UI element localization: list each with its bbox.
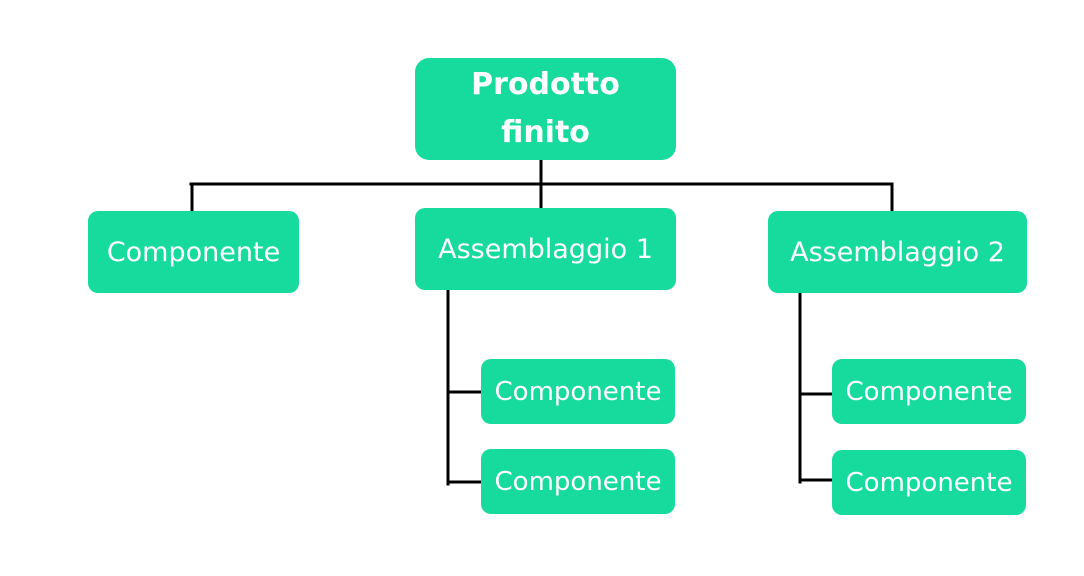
- node-assemblaggio-1: Assemblaggio 1: [415, 208, 676, 290]
- node-label: Componente: [494, 466, 662, 497]
- node-assemblaggio-2: Assemblaggio 2: [768, 211, 1027, 293]
- node-assemblaggio-1-componente: Componente: [481, 359, 675, 424]
- node-assemblaggio-1-componente: Componente: [481, 449, 675, 514]
- node-label: Prodotto finito: [471, 67, 620, 150]
- node-label: Componente: [494, 376, 662, 407]
- node-label: Assemblaggio 1: [438, 233, 653, 265]
- node-label: Componente: [845, 376, 1013, 407]
- node-label: Componente: [106, 236, 281, 268]
- node-label: Componente: [845, 467, 1013, 498]
- node-label: Assemblaggio 2: [790, 236, 1005, 268]
- node-componente: Componente: [88, 211, 299, 293]
- node-assemblaggio-2-componente: Componente: [832, 359, 1026, 424]
- node-assemblaggio-2-componente: Componente: [832, 450, 1026, 515]
- node-prodotto-finito: Prodotto finito: [415, 58, 676, 160]
